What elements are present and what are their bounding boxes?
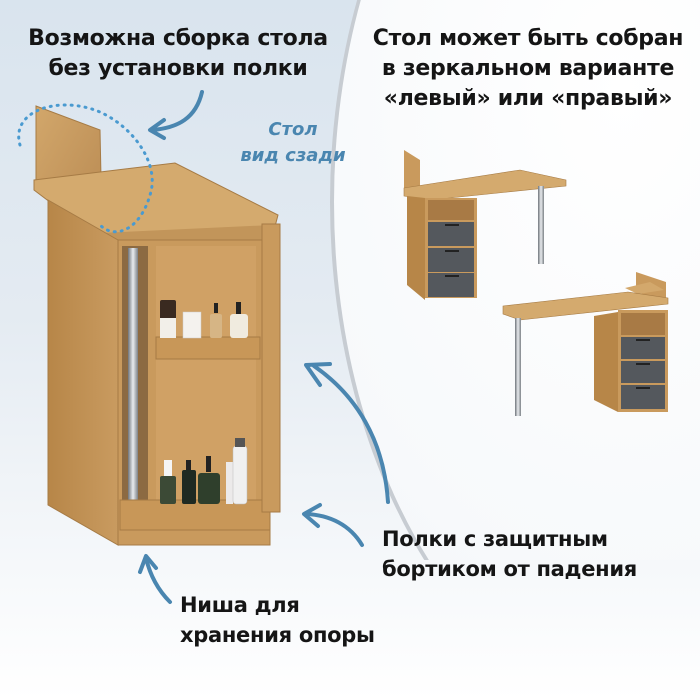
caption-back-view: Стол вид сзади (238, 117, 348, 169)
arrow-icon-shelf-lower (304, 512, 364, 547)
arrow-icon-shelf-upper (312, 364, 390, 504)
arrow-icon-upstand (150, 90, 204, 132)
desk-left-variant (403, 150, 567, 300)
cabinet-left-side (47, 199, 119, 546)
caption-line: «левый» или «правый» (383, 86, 673, 111)
stored-leg (128, 248, 138, 528)
caption-leg-storage-niche: Ниша для хранения опоры (180, 590, 400, 650)
main-cabinet (33, 105, 281, 546)
caption-line: без установки полки (48, 56, 308, 81)
desk-right-variant (502, 272, 669, 416)
caption-line: бортиком от падения (382, 557, 637, 581)
caption-mirror-assembly: Стол может быть собран в зеркальном вари… (368, 24, 688, 114)
caption-line: хранения опоры (180, 623, 375, 647)
caption-shelves-with-rim: Полки с защитным бортиком от падения (382, 524, 682, 584)
caption-line: в зеркальном варианте (381, 56, 675, 81)
caption-assembly-without-shelf: Возможна сборка стола без установки полк… (28, 24, 328, 84)
caption-line: Возможна сборка стола (28, 26, 328, 51)
caption-line: Стол может быть собран (372, 26, 684, 51)
caption-line: Ниша для (180, 593, 300, 617)
caption-line: Полки с защитным (382, 527, 608, 551)
caption-line: Стол (268, 119, 318, 140)
arrow-icon-niche (144, 556, 172, 604)
dotted-highlight (17, 103, 154, 234)
caption-line: вид сзади (240, 145, 346, 166)
